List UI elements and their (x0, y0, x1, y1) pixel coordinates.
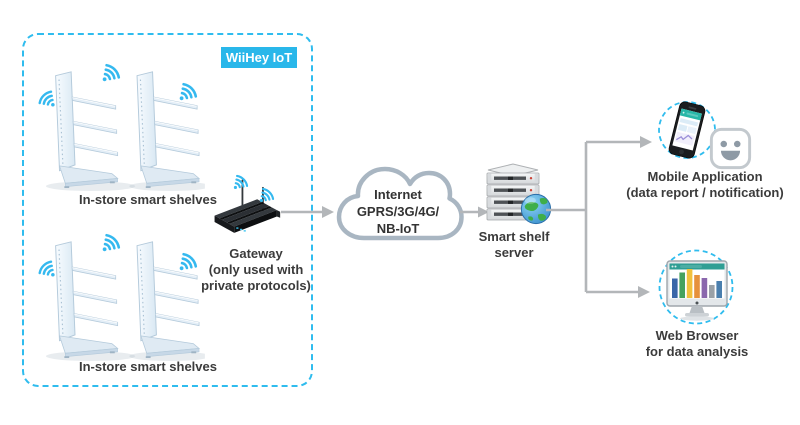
web-label: Web Browser for data analysis (597, 328, 797, 360)
server-label-line2: server (494, 245, 534, 260)
shelf-group-1-label: In-store smart shelves (78, 192, 217, 207)
web-browser-icon (658, 249, 734, 325)
cloud-line3: NB-IoT (376, 221, 420, 236)
gateway-note-line2: private protocols) (201, 278, 311, 293)
branch-connector (546, 136, 652, 298)
web-label-line1: Web Browser (655, 328, 739, 343)
mobile-label-line1: Mobile Application (647, 169, 763, 184)
store-zone-border (22, 33, 313, 387)
web-label-line2: for data analysis (645, 344, 749, 359)
gateway-note-line1: (only used with (208, 262, 304, 277)
cloud-label: Internet GPRS/3G/4G/ NB-IoT (331, 186, 465, 237)
arrowhead-to-mobile (640, 136, 652, 148)
wifi-icon (98, 58, 126, 86)
wifi-icon (33, 85, 59, 111)
server-label-line1: Smart shelf (478, 229, 550, 244)
smiley-icon (709, 127, 752, 170)
wifi-icon (175, 77, 203, 105)
arrow-cloud-to-server (460, 206, 489, 218)
shelf-group-2-label: In-store smart shelves (78, 359, 217, 374)
wifi-icon (98, 228, 126, 256)
wifi-icon (33, 255, 59, 281)
mobile-label: Mobile Application (data report / notifi… (605, 169, 800, 201)
arrowhead-to-web (638, 286, 650, 298)
gateway-title: Gateway (229, 246, 283, 261)
gateway-label: Gateway (only used with private protocol… (156, 246, 356, 294)
server-label: Smart shelf server (464, 229, 564, 261)
cloud-line2: GPRS/3G/4G/ (356, 204, 440, 219)
wifi-icon (256, 183, 279, 206)
mobile-application-icon (658, 100, 752, 170)
zone-label: WiiHey IoT (221, 47, 297, 68)
arrow-gateway-to-cloud (281, 206, 334, 218)
cloud-line1: Internet (374, 187, 422, 202)
wifi-icon (230, 170, 253, 193)
mobile-label-line2: (data report / notification) (626, 185, 784, 200)
